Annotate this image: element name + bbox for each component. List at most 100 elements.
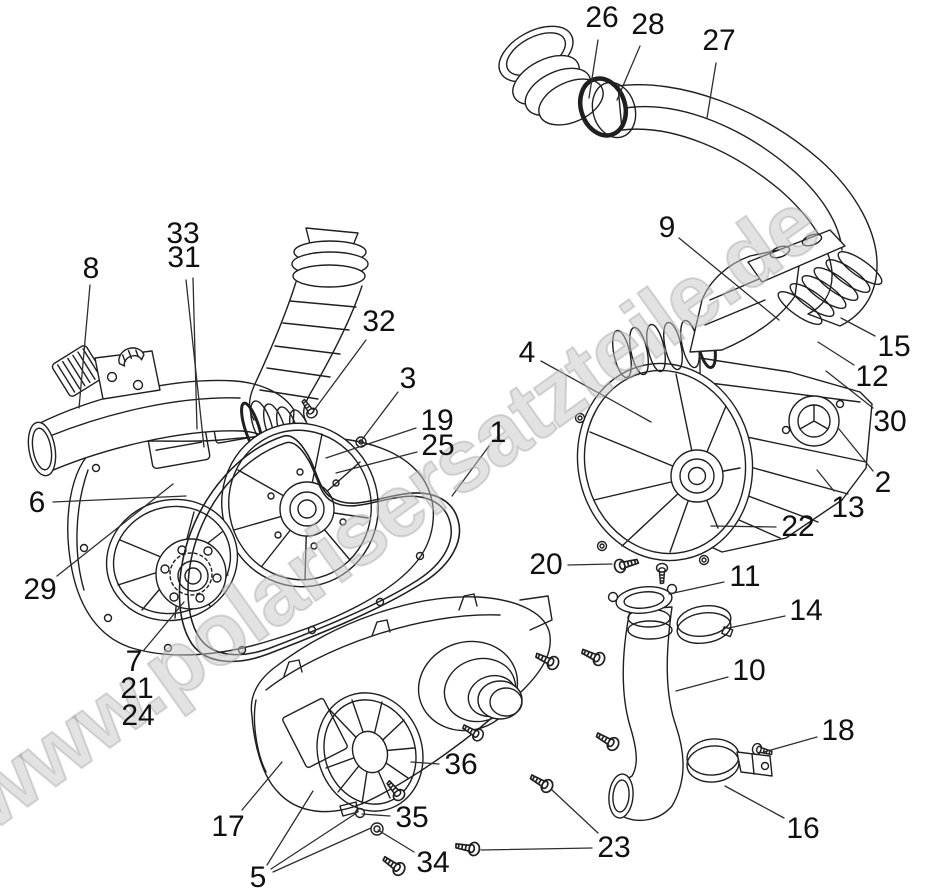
leader-line-10: [675, 676, 729, 692]
leader-line-5: [266, 790, 314, 866]
callout-label-33: 33: [166, 217, 200, 250]
callout-label-22: 22: [781, 510, 815, 543]
leader-line-8: [78, 284, 91, 409]
leader-line-27: [706, 62, 717, 119]
corrugated-coupler-15: [777, 251, 883, 325]
leader-line-28: [616, 45, 641, 101]
drive-clutch: [105, 498, 239, 622]
leader-line-33: [192, 277, 198, 430]
callout-label-34: 34: [416, 846, 450, 879]
leader-line-9: [678, 237, 780, 321]
leader-line-7: [143, 601, 185, 651]
leader-line-15: [840, 317, 876, 337]
callout-label-23: 23: [597, 831, 631, 864]
callout-label-36: 36: [444, 748, 478, 781]
outer-cover-shell: [250, 596, 551, 813]
callout-label-25: 25: [421, 429, 455, 462]
intake-hose-upper: [248, 227, 369, 422]
washer-35: [354, 807, 366, 819]
leader-line-2: [838, 428, 874, 472]
leader-line-18: [763, 736, 818, 753]
leader-line-26: [588, 39, 599, 99]
callout-label-27: 27: [702, 24, 736, 57]
hose-clamp-14: [676, 604, 734, 645]
callout-label-10: 10: [732, 654, 766, 687]
duct-clamp-28: [577, 76, 637, 139]
leader-line-29: [56, 483, 174, 577]
cover-cone-vent: [417, 640, 523, 732]
drain-tube: [611, 606, 684, 821]
leader-line-23: [480, 847, 593, 851]
drain-tube-assembly: [607, 562, 775, 821]
leader-line-16: [724, 785, 785, 819]
leader-line-35: [361, 813, 391, 817]
drive-belt: [178, 434, 461, 663]
callout-label-24: 24: [121, 699, 155, 732]
callout-label-12: 12: [855, 360, 889, 393]
air-duct-27: [498, 25, 883, 327]
inner-cover-assembly: [574, 247, 873, 566]
callout-label-6: 6: [28, 486, 46, 519]
callout-label-2: 2: [874, 466, 892, 499]
callout-label-7: 7: [125, 645, 143, 678]
leader-line-23: [551, 789, 599, 834]
callout-label-9: 9: [658, 211, 676, 244]
leader-line-32: [311, 339, 367, 414]
left-clutch-assembly: [27, 227, 461, 663]
leader-lines: [52, 39, 876, 873]
leader-line-12: [817, 341, 855, 366]
intake-flange-9: [747, 229, 846, 283]
leader-line-19: [325, 427, 417, 459]
callout-label-30: 30: [873, 405, 907, 438]
callout-label-21: 21: [120, 672, 154, 705]
clamp-bracket-16: [686, 738, 773, 783]
leader-line-25: [335, 451, 418, 474]
callout-label-5: 5: [249, 861, 267, 890]
leader-line-11: [668, 581, 725, 595]
nut-34: [370, 822, 384, 836]
callout-label-4: 4: [518, 336, 536, 369]
leader-line-30: [825, 370, 874, 409]
duct-bellows-26: [498, 25, 604, 126]
callout-label-29: 29: [23, 573, 57, 606]
ribbed-boot-bracket: [51, 345, 161, 400]
callout-label-32: 32: [362, 305, 396, 338]
intake-duct-lower: [27, 379, 295, 477]
loose-screws: [354, 553, 641, 879]
callout-label-18: 18: [821, 714, 855, 747]
callout-label-17: 17: [211, 810, 245, 843]
leader-line-1: [451, 445, 490, 497]
callout-label-11: 11: [729, 560, 761, 593]
flange-screw: [655, 562, 669, 585]
leader-line-17: [241, 761, 283, 811]
callout-label-1: 1: [489, 416, 507, 449]
leader-line-5: [272, 827, 372, 873]
leader-line-22: [710, 525, 777, 528]
cover-fan-bell: [574, 362, 754, 566]
callout-label-26: 26: [585, 1, 619, 34]
callout-label-20: 20: [529, 548, 563, 581]
callout-label-3: 3: [399, 362, 417, 395]
leader-line-20: [567, 563, 613, 566]
callout-label-16: 16: [786, 812, 820, 845]
callout-label-13: 13: [831, 491, 865, 524]
callout-label-28: 28: [631, 8, 665, 41]
callout-label-8: 8: [82, 252, 100, 285]
tube-flange-11: [607, 583, 678, 614]
cover-fan-vent: [316, 692, 424, 812]
callout-label-35: 35: [395, 801, 429, 834]
leader-line-6: [52, 495, 187, 503]
leader-line-4: [540, 360, 652, 423]
leader-line-13: [816, 469, 835, 492]
leader-line-34: [377, 829, 415, 853]
callout-label-14: 14: [789, 594, 823, 627]
driven-pulley: [221, 422, 379, 588]
leader-line-3: [360, 391, 399, 442]
callout-label-31: 31: [167, 241, 201, 274]
leader-line-5: [270, 813, 356, 870]
leader-line-36: [410, 761, 440, 765]
leader-line-14: [728, 615, 786, 629]
outer-cover-assembly: [250, 593, 553, 817]
